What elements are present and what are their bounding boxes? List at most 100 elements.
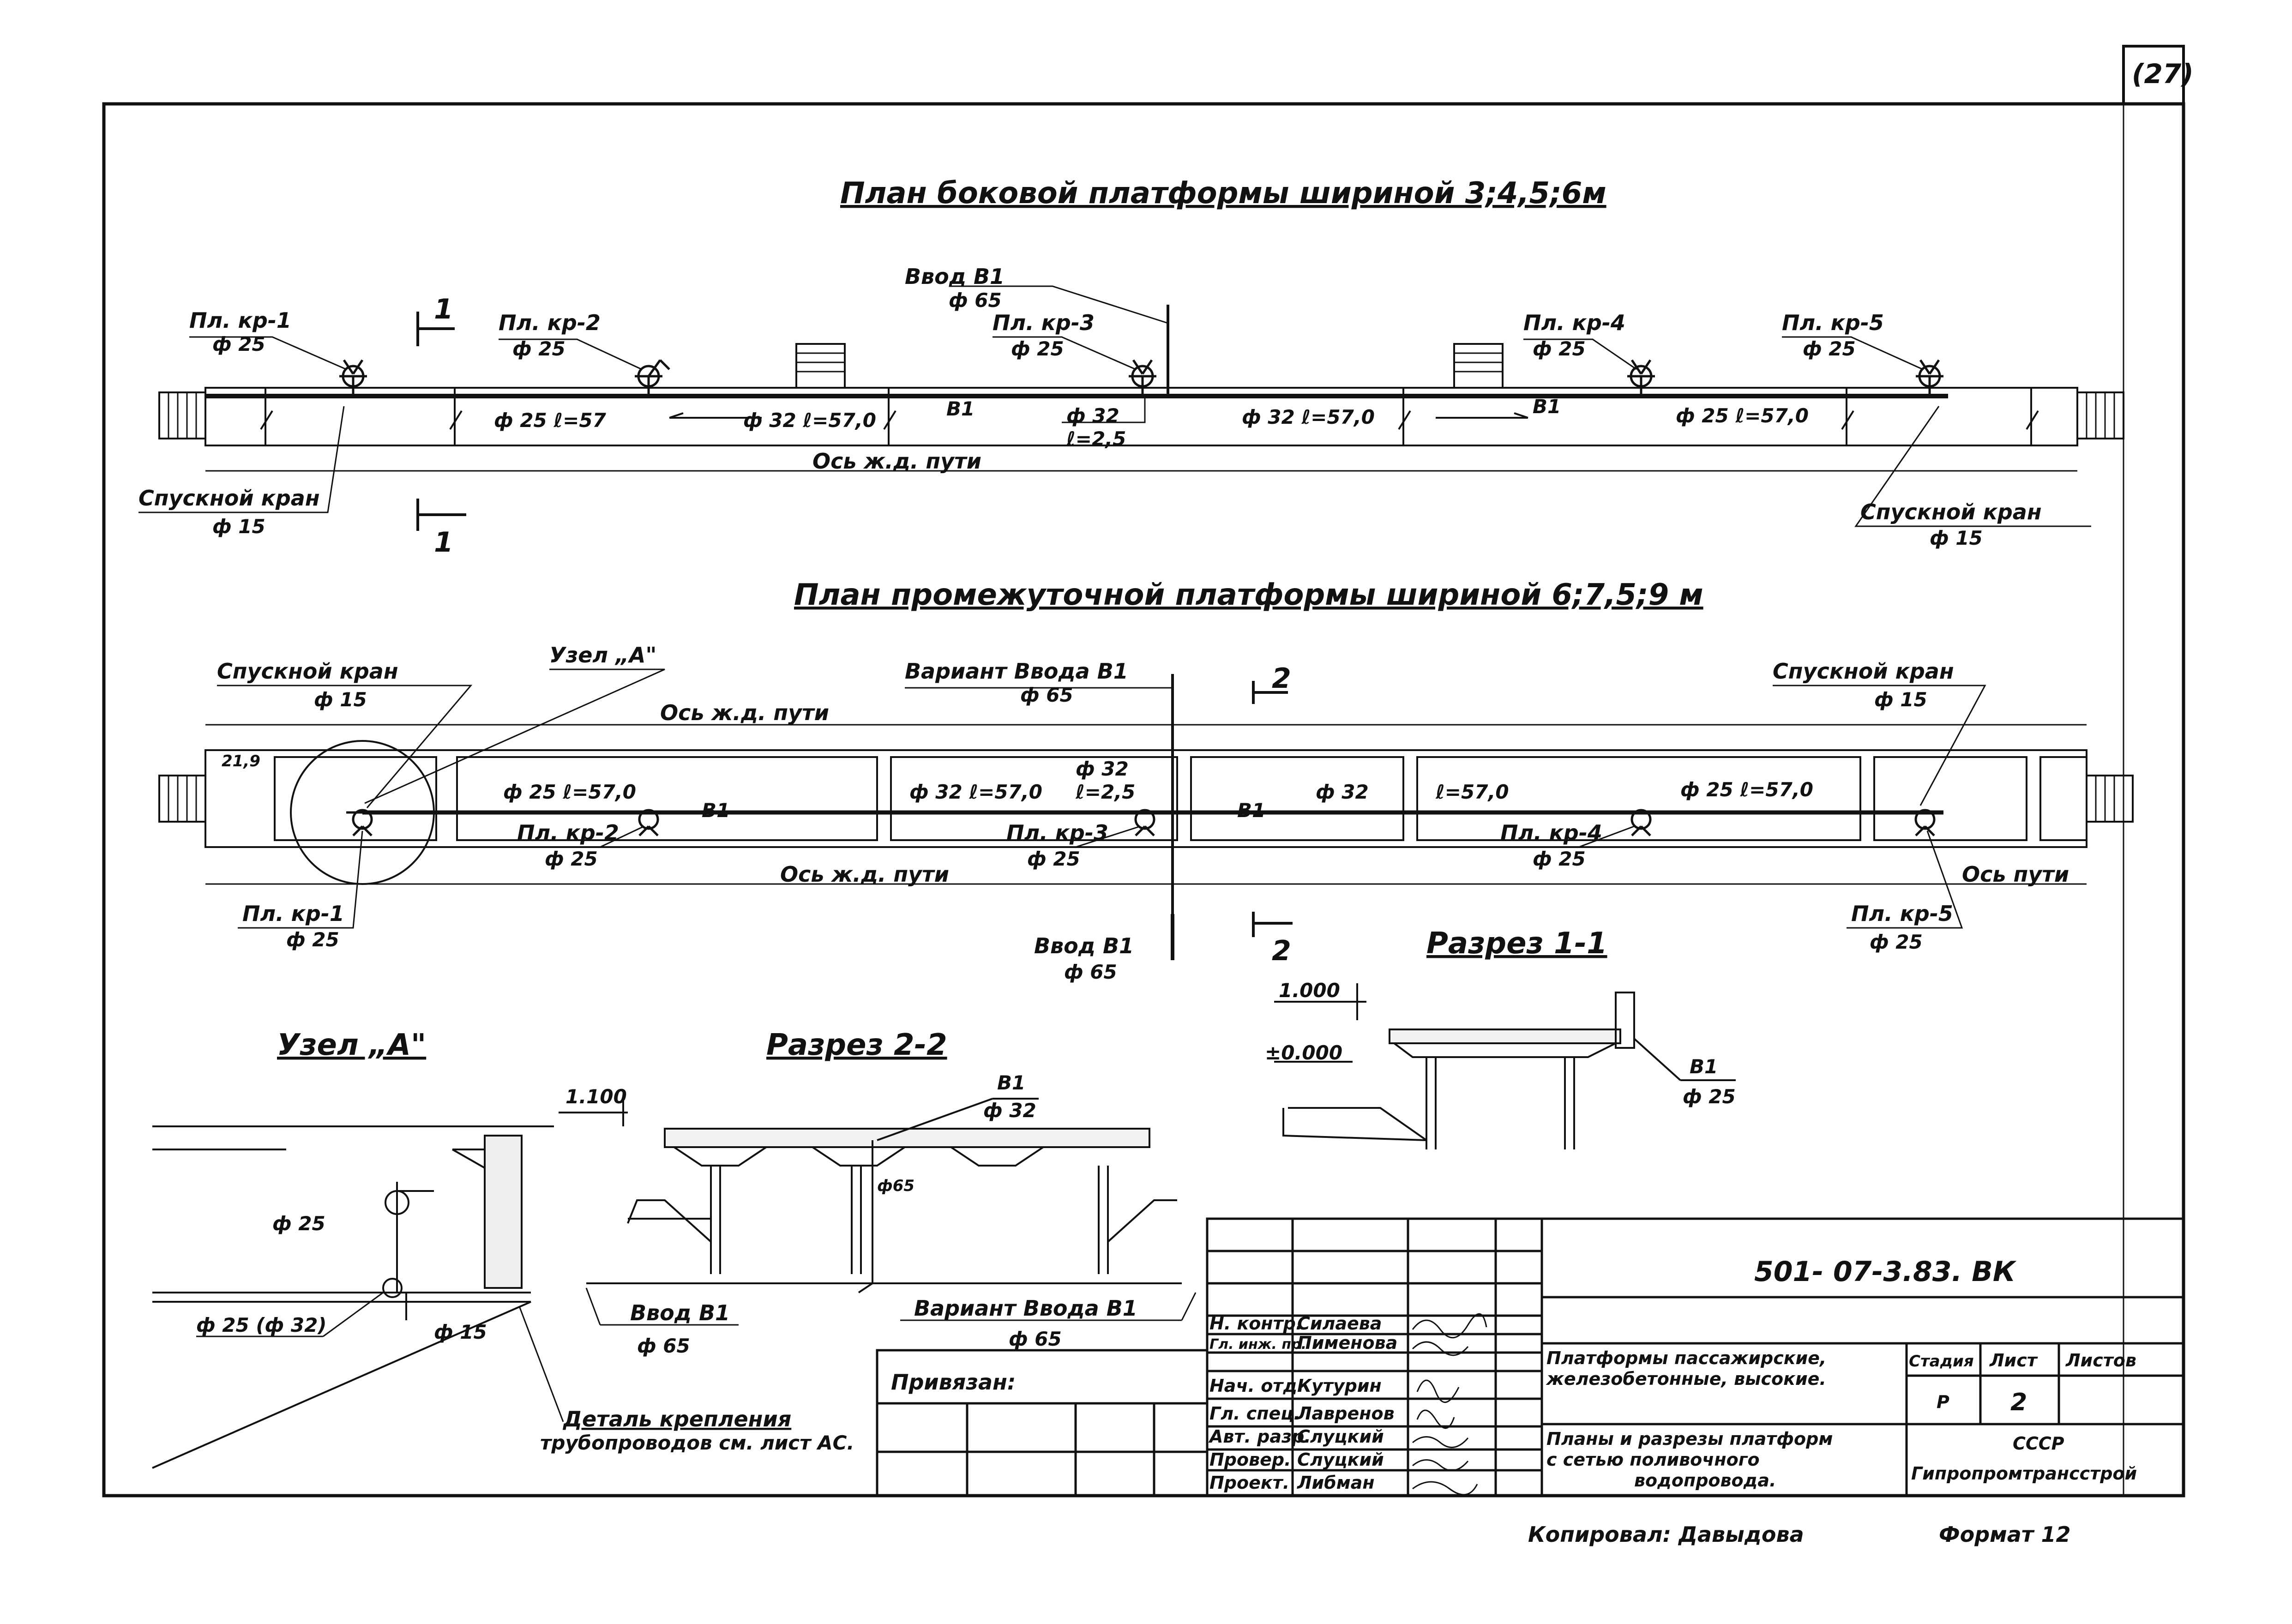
- section-2-2-variant-label: Вариант Ввода В1: [914, 1296, 1137, 1321]
- plan1-drain-left-label: Спускной кран: [138, 486, 320, 511]
- plan1-b1-label-1: В1: [946, 397, 975, 420]
- title-block-role-1: Н. контр.: [1209, 1313, 1302, 1334]
- plan1-axis-label: Ось ж.д. пути: [812, 449, 981, 474]
- title-block-name-3: Кутурин: [1297, 1376, 1382, 1396]
- plan1-drain-right-diameter: ф 15: [1930, 527, 1983, 549]
- section-2-2: Разрез 2-2 1.100 В1 ф 32 ф6: [559, 1028, 1197, 1357]
- plan1-hydrant-5-diameter: ф 25: [1803, 337, 1856, 360]
- plan1-section-mark-bottom: 1: [434, 526, 453, 559]
- plan2-hydrants: [346, 809, 1941, 836]
- plan1-hydrant-4-diameter: ф 25: [1533, 337, 1586, 360]
- plan2-leaders: [217, 668, 1986, 929]
- title-block-role-5: Авт. разр.: [1208, 1426, 1311, 1447]
- node-a-diameter-1: ф 25: [272, 1212, 325, 1235]
- section-2-2-level: 1.100: [565, 1085, 627, 1108]
- plan1-pipe-label-3b: ℓ=2,5: [1066, 427, 1126, 450]
- footer-copied-by: Копировал: Давыдова: [1528, 1522, 1804, 1547]
- plan1-pipe-label-2: ф 32 ℓ=57,0: [743, 409, 876, 432]
- title-block-desc-4: с сетью поливочного: [1546, 1450, 1760, 1470]
- plan2-hydrant-3-label: Пл. кр-3: [1006, 820, 1108, 845]
- title-block-role-3: Нач. отд.: [1209, 1376, 1304, 1396]
- node-a-note-2: трубопроводов см. лист АС.: [540, 1432, 854, 1454]
- plan2-pipe-label-5: ℓ=57,0: [1435, 781, 1509, 803]
- title-block-desc-2: железобетонные, высокие.: [1546, 1369, 1826, 1389]
- plan2-stairs-left: [158, 775, 206, 823]
- section-1-1-pipe-diameter: ф 25: [1683, 1085, 1736, 1108]
- section-2-2-inlet-diameter: ф65: [877, 1177, 914, 1195]
- title-block-org-1: СССР: [2013, 1433, 2064, 1454]
- title-block-code: 501- 07-3.83. ВК: [1754, 1256, 2017, 1288]
- plan2-pipe-label-3b: ℓ=2,5: [1075, 781, 1135, 803]
- plan2-stairs-right: [2086, 775, 2134, 823]
- title-block-desc-3: Планы и разрезы платформ: [1546, 1429, 1833, 1449]
- title-block-stage-value: Р: [1937, 1392, 1949, 1412]
- plan-intermediate-platform: План промежуточной платформы шириной 6;7…: [158, 578, 2134, 983]
- plan1-title: План боковой платформы шириной 3;4,5;6м: [840, 176, 1606, 211]
- plan2-node-a-label: Узел „А": [549, 643, 656, 668]
- plan2-pipe-label-6: ф 25 ℓ=57,0: [1680, 778, 1813, 801]
- title-block-name-6: Слуцкий: [1297, 1450, 1384, 1470]
- plan2-drain-right-diameter: ф 15: [1874, 688, 1927, 711]
- plan2-drain-left-label: Спускной кран: [217, 659, 398, 684]
- title-block-role-2: Гл. инж. пр.: [1209, 1336, 1306, 1353]
- node-a-diameter-3: ф 15: [434, 1321, 487, 1343]
- plan1-section-mark-top: 1: [434, 293, 453, 325]
- node-a-note-1: Деталь крепления: [562, 1407, 791, 1432]
- section-1-1-level-zero: ±0.000: [1265, 1041, 1342, 1064]
- plan1-leaders: [138, 285, 2091, 527]
- plan2-pipe-label-3: ф 32: [1076, 758, 1129, 780]
- plan2-hydrant-5-label: Пл. кр-5: [1851, 901, 1953, 926]
- section-2-2-pipe-label: В1: [997, 1071, 1025, 1094]
- plan2-hydrant-1-label: Пл. кр-1: [242, 901, 344, 926]
- plan1-drain-right-label: Спускной кран: [1860, 499, 2042, 524]
- plan2-hydrant-2-label: Пл. кр-2: [517, 820, 619, 845]
- plan1-inlet-label: Ввод В1: [905, 264, 1005, 289]
- title-block-name-5: Слуцкий: [1297, 1426, 1384, 1447]
- title-block-privyazan: Привязан:: [891, 1370, 1016, 1395]
- plan2-title: План промежуточной платформы шириной 6;7…: [794, 578, 1703, 612]
- plan2-section-mark-bottom: 2: [1272, 935, 1291, 967]
- title-block-org-2: Гипропромтрансстрой: [1911, 1463, 2137, 1484]
- plan2-drain-left-diameter: ф 15: [314, 688, 367, 711]
- plan2-b1-label-2: В1: [1237, 799, 1265, 822]
- plan2-variant-label: Вариант Ввода В1: [905, 659, 1128, 684]
- plan1-hydrant-3-diameter: ф 25: [1011, 337, 1064, 360]
- plan2-drain-right-label: Спускной кран: [1773, 659, 1954, 684]
- section-1-1-pipe-label: В1: [1690, 1055, 1718, 1078]
- plan2-hydrant-3-diameter: ф 25: [1027, 848, 1080, 870]
- plan1-b1-label-2: В1: [1533, 395, 1561, 418]
- plan2-axis-top-label: Ось ж.д. пути: [660, 700, 829, 725]
- plan1-section-mark: [416, 312, 466, 531]
- plan2-hydrant-5-diameter: ф 25: [1870, 931, 1923, 953]
- title-block: 501- 07-3.83. ВК Н. контр. Гл. инж. пр. …: [876, 1217, 2185, 1497]
- plan1-hydrant-2-label: Пл. кр-2: [499, 310, 601, 335]
- plan1-hydrant-3: [1129, 359, 1156, 396]
- plan2-pipe-label-4: ф 32: [1316, 781, 1369, 803]
- title-block-name-7: Либман: [1297, 1473, 1375, 1493]
- plan1-hydrant-2-diameter: ф 25: [512, 337, 565, 360]
- plan1-pipe-label-5: ф 25 ℓ=57,0: [1676, 404, 1809, 427]
- title-block-name-2: Пименова: [1297, 1333, 1397, 1353]
- plan1-stairs-right: [2076, 391, 2124, 439]
- section-2-2-variant-diameter: ф 65: [1009, 1328, 1062, 1350]
- plan1-break-marks: [260, 388, 2039, 445]
- title-block-desc-1: Платформы пассажирские,: [1546, 1348, 1826, 1368]
- section-1-1: Разрез 1-1 1.000 ±0.000 В1 ф 25: [1265, 926, 1736, 1149]
- title-block-signatures: [1412, 1313, 1487, 1496]
- section-1-1-level-top: 1.000: [1279, 979, 1340, 1002]
- plan1-pipe-label-1: ф 25 ℓ=57: [494, 409, 607, 432]
- title-block-name-4: Лавренов: [1297, 1403, 1395, 1424]
- plan1-hydrant-5-label: Пл. кр-5: [1782, 310, 1884, 335]
- plan1-pipe-label-4: ф 32 ℓ=57,0: [1242, 406, 1375, 428]
- plan2-hydrant-2-diameter: ф 25: [545, 848, 598, 870]
- plan1-hydrant-4-label: Пл. кр-4: [1523, 310, 1625, 335]
- section-2-2-pipe-diameter: ф 32: [983, 1099, 1036, 1122]
- title-block-stage-header: Стадия: [1909, 1352, 1974, 1371]
- plan2-b1-label-1: В1: [702, 799, 730, 822]
- plan2-pipe-label-2: ф 32 ℓ=57,0: [909, 781, 1042, 803]
- title-block-lists-header: Листов: [2065, 1350, 2136, 1371]
- plan2-variant-diameter: ф 65: [1020, 684, 1073, 706]
- plan1-hydrant-2: [635, 359, 670, 396]
- plan1-hydrant-5: [1916, 359, 1943, 396]
- plan1-flow-arrows: [669, 412, 1528, 419]
